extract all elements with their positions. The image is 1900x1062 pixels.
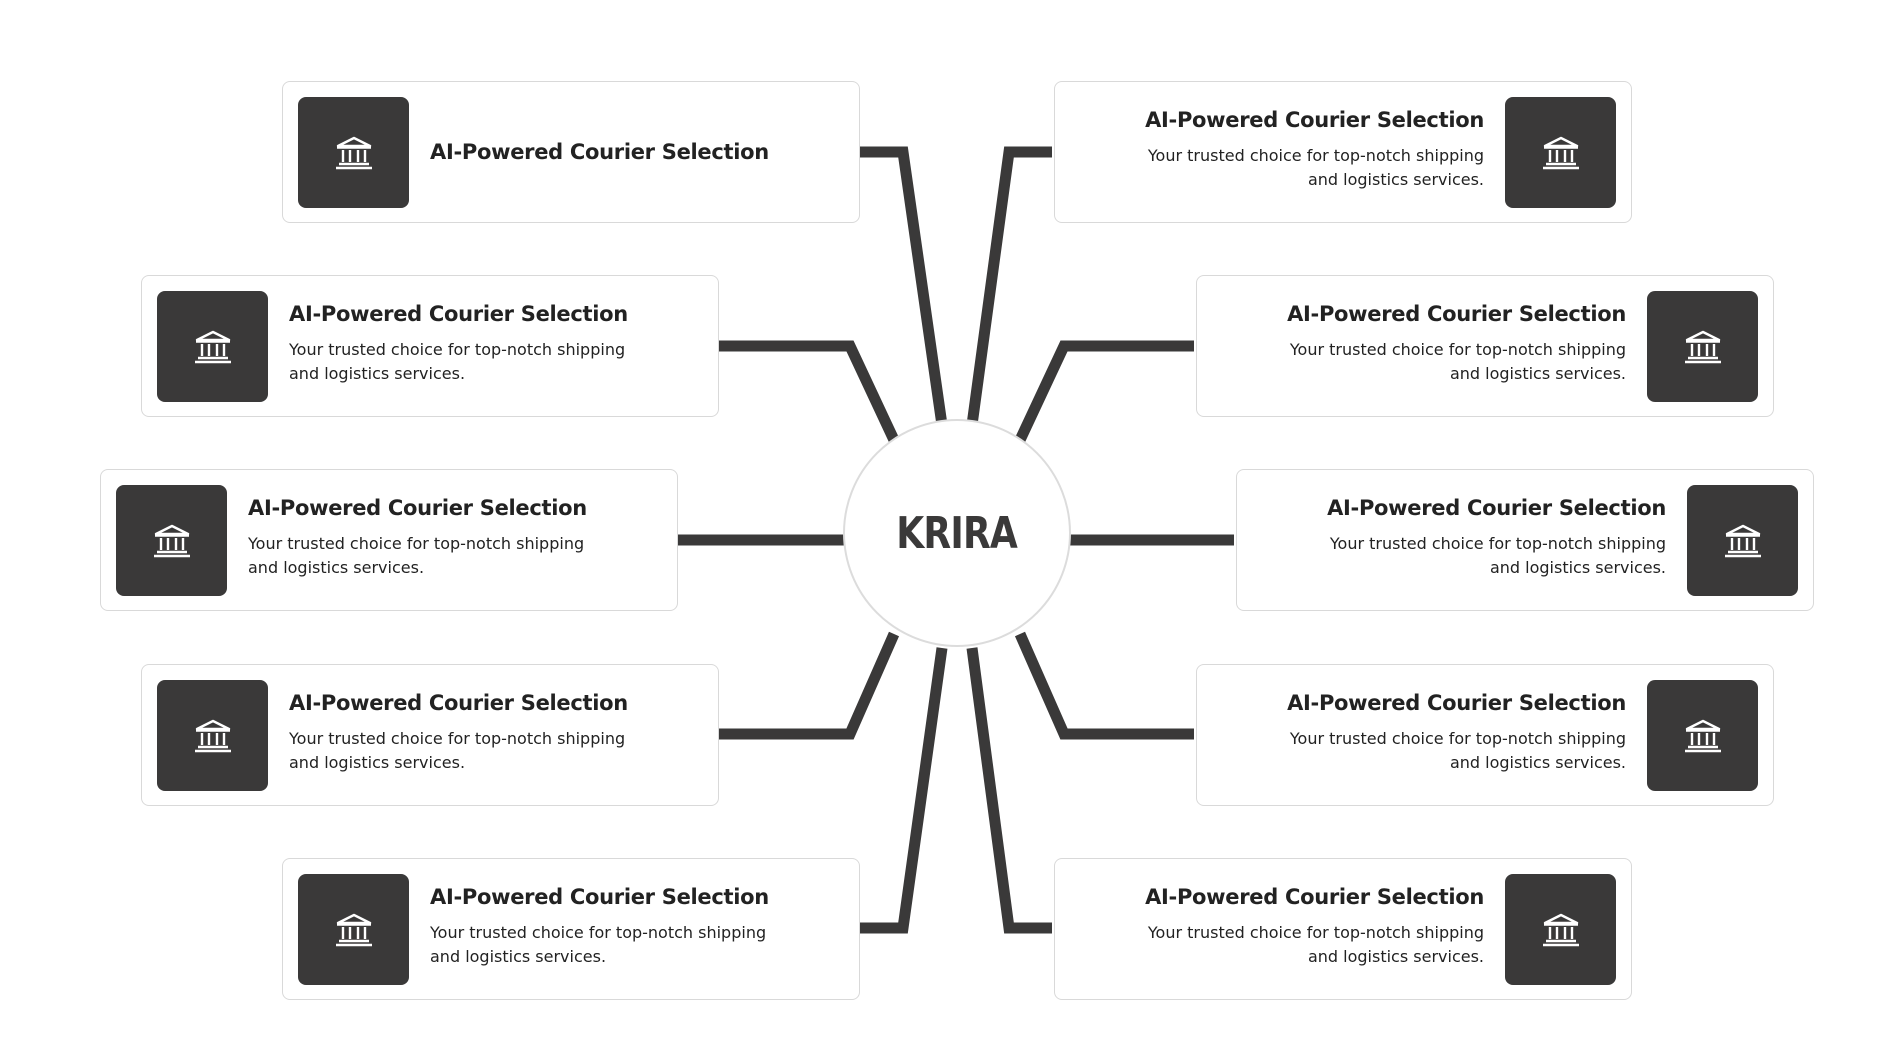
- bank-icon: [157, 291, 268, 402]
- card-description: Your trusted choice for top-notch shippi…: [1329, 534, 1666, 577]
- connector-line-right-1: [966, 146, 1052, 426]
- card-text: AI-Powered Courier Selection: [430, 139, 819, 165]
- bank-icon: [116, 485, 227, 596]
- connector-line-left-2: [718, 340, 899, 443]
- card-title: AI-Powered Courier Selection: [1145, 885, 1484, 909]
- card-title: AI-Powered Courier Selection: [1287, 691, 1626, 715]
- card-title: AI-Powered Courier Selection: [289, 691, 628, 715]
- connector-line-left-4: [718, 631, 900, 740]
- feature-card-right-5: AI-Powered Courier Selection Your truste…: [1054, 858, 1632, 1000]
- card-description: Your trusted choice for top-notch shippi…: [289, 729, 626, 772]
- card-text: AI-Powered Courier Selection Your truste…: [248, 495, 637, 580]
- bank-icon: [157, 680, 268, 791]
- card-title: AI-Powered Courier Selection: [1145, 108, 1484, 132]
- connector-line-left-5: [860, 647, 948, 934]
- card-text: AI-Powered Courier Selection Your truste…: [289, 690, 678, 775]
- card-title: AI-Powered Courier Selection: [1287, 302, 1626, 326]
- card-text: AI-Powered Courier Selection Your truste…: [430, 884, 819, 969]
- bank-icon: [1647, 291, 1758, 402]
- card-title: AI-Powered Courier Selection: [1327, 496, 1666, 520]
- card-description: Your trusted choice for top-notch shippi…: [1147, 923, 1484, 966]
- feature-card-left-2: AI-Powered Courier Selection Your truste…: [141, 275, 719, 417]
- feature-card-left-4: AI-Powered Courier Selection Your truste…: [141, 664, 719, 806]
- card-text: AI-Powered Courier Selection Your truste…: [289, 301, 678, 386]
- bank-icon: [1505, 97, 1616, 208]
- card-text: AI-Powered Courier Selection Your truste…: [1237, 690, 1626, 775]
- bank-icon: [1647, 680, 1758, 791]
- connector-line-right-4: [1014, 631, 1194, 740]
- card-text: AI-Powered Courier Selection Your truste…: [1237, 301, 1626, 386]
- card-description: Your trusted choice for top-notch shippi…: [1289, 340, 1626, 383]
- center-label: KRIRA: [896, 507, 1019, 559]
- card-text: AI-Powered Courier Selection Your truste…: [1095, 107, 1484, 192]
- bank-icon: [298, 97, 409, 208]
- card-description: Your trusted choice for top-notch shippi…: [289, 340, 626, 383]
- feature-card-right-2: AI-Powered Courier Selection Your truste…: [1196, 275, 1774, 417]
- feature-card-left-1: AI-Powered Courier Selection: [282, 81, 860, 223]
- feature-card-right-4: AI-Powered Courier Selection Your truste…: [1196, 664, 1774, 806]
- card-text: AI-Powered Courier Selection Your truste…: [1095, 884, 1484, 969]
- card-description: Your trusted choice for top-notch shippi…: [1289, 729, 1626, 772]
- card-description: Your trusted choice for top-notch shippi…: [1147, 146, 1484, 189]
- card-description: Your trusted choice for top-notch shippi…: [248, 534, 585, 577]
- connector-line-right-5: [966, 647, 1052, 934]
- card-text: AI-Powered Courier Selection Your truste…: [1277, 495, 1666, 580]
- connector-line-left-1: [860, 146, 948, 426]
- bank-icon: [298, 874, 409, 985]
- card-title: AI-Powered Courier Selection: [430, 140, 769, 164]
- feature-card-right-3: AI-Powered Courier Selection Your truste…: [1236, 469, 1814, 611]
- feature-card-right-1: AI-Powered Courier Selection Your truste…: [1054, 81, 1632, 223]
- card-title: AI-Powered Courier Selection: [248, 496, 587, 520]
- card-title: AI-Powered Courier Selection: [289, 302, 628, 326]
- feature-card-left-5: AI-Powered Courier Selection Your truste…: [282, 858, 860, 1000]
- center-hub: KRIRA: [843, 419, 1071, 647]
- bank-icon: [1505, 874, 1616, 985]
- feature-card-left-3: AI-Powered Courier Selection Your truste…: [100, 469, 678, 611]
- bank-icon: [1687, 485, 1798, 596]
- card-description: Your trusted choice for top-notch shippi…: [430, 923, 767, 966]
- connector-line-right-2: [1015, 340, 1194, 443]
- card-title: AI-Powered Courier Selection: [430, 885, 769, 909]
